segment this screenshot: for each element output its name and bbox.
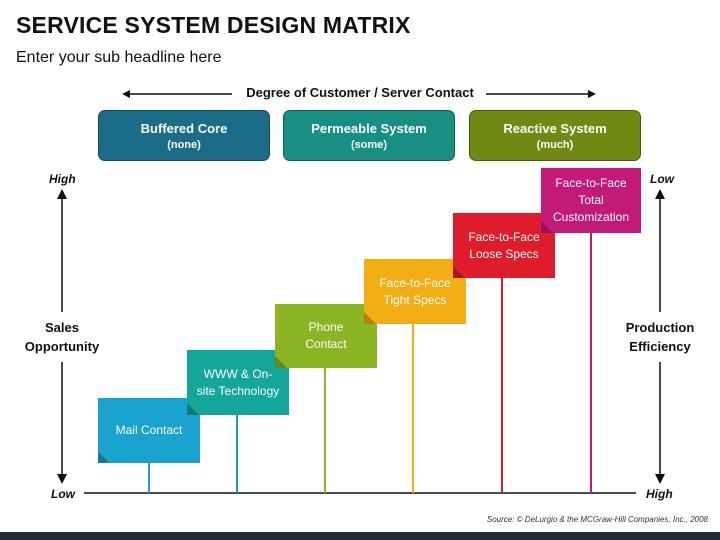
left-axis-high-label: High bbox=[49, 172, 76, 186]
category-name: Buffered Core bbox=[140, 120, 228, 136]
page-title: SERVICE SYSTEM DESIGN MATRIX bbox=[16, 12, 411, 38]
right-axis-high-label: High bbox=[646, 487, 673, 501]
degree-of-contact-label: Degree of Customer / Server Contact bbox=[246, 85, 474, 100]
right-axis-title-line1: Production bbox=[625, 320, 695, 335]
step-www-onsite-technology: WWW & On-site Technology bbox=[187, 350, 289, 415]
source-citation: Source: © DeLurgio & the MCGraw-Hill Com… bbox=[486, 515, 708, 524]
category-reactive-system: Reactive System (much) bbox=[469, 110, 641, 161]
left-axis-low-label: Low bbox=[51, 487, 75, 501]
footer-bar bbox=[0, 532, 720, 540]
left-axis-arrowhead-up bbox=[57, 189, 67, 199]
degree-arrowhead-left bbox=[122, 90, 130, 98]
step-face-to-face-tight-specs: Face-to-Face Tight Specs bbox=[364, 259, 466, 324]
left-axis-title-line1: Sales bbox=[45, 320, 79, 335]
category-name: Permeable System bbox=[311, 120, 427, 136]
degree-arrowhead-right bbox=[588, 90, 596, 98]
step-face-to-face-total-customization: Face-to-Face Total Customization bbox=[541, 168, 641, 233]
right-axis-title: Production Efficiency bbox=[608, 318, 712, 356]
category-sub: (much) bbox=[536, 138, 574, 151]
category-buffered-core: Buffered Core (none) bbox=[98, 110, 270, 161]
step-mail-contact: Mail Contact bbox=[98, 398, 200, 463]
step-label: Mail Contact bbox=[115, 423, 183, 437]
step-face-to-face-loose-specs: Face-to-Face Loose Specs bbox=[453, 213, 555, 278]
step-label: Face-to-Face Loose Specs bbox=[468, 229, 540, 261]
category-bar: Buffered Core (none) Permeable System (s… bbox=[98, 110, 644, 162]
step-label: Face-to-Face Tight Specs bbox=[379, 275, 451, 307]
right-axis-title-line2: Efficiency bbox=[629, 339, 691, 354]
right-axis-arrowhead-up bbox=[655, 189, 665, 199]
left-axis-arrowhead-down bbox=[57, 474, 67, 484]
category-permeable-system: Permeable System (some) bbox=[283, 110, 455, 161]
step-phone-contact: Phone Contact bbox=[275, 304, 377, 368]
step-label: WWW & On-site Technology bbox=[196, 366, 280, 398]
page-subtitle: Enter your sub headline here bbox=[16, 49, 222, 66]
category-sub: (none) bbox=[167, 138, 201, 151]
step-label: Face-to-Face Total Customization bbox=[552, 176, 630, 224]
right-axis-low-label: Low bbox=[650, 172, 674, 186]
right-axis-arrowhead-down bbox=[655, 474, 665, 484]
category-name: Reactive System bbox=[503, 120, 607, 136]
step-label: Phone Contact bbox=[305, 320, 347, 351]
category-sub: (some) bbox=[350, 138, 388, 151]
left-axis-title-line2: Opportunity bbox=[24, 339, 100, 354]
left-axis-title: Sales Opportunity bbox=[10, 318, 114, 356]
